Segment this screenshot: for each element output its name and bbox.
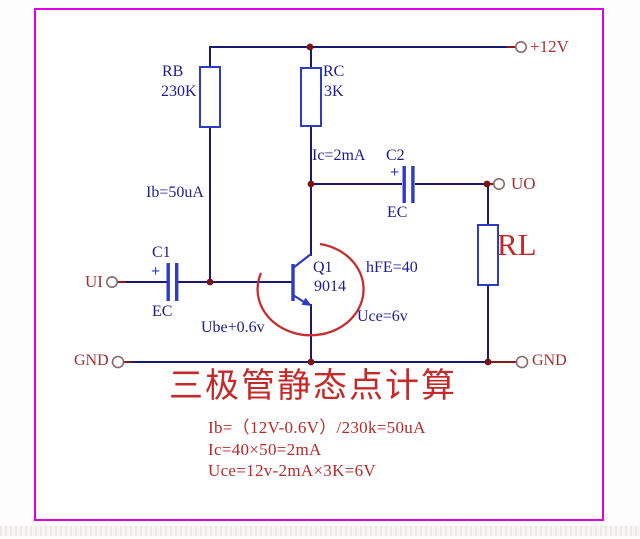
junction-dot — [306, 43, 314, 51]
junction-dot — [483, 180, 491, 188]
resistor-rl — [477, 224, 499, 286]
junction-dot — [307, 180, 315, 188]
gnd-right-terminal-circle — [515, 355, 529, 369]
q1-emitter-arrow — [301, 297, 312, 306]
terminal-circles — [106, 40, 529, 369]
c1-plate-left — [166, 263, 170, 301]
gnd-left-label: GND — [74, 352, 109, 369]
junction-dot — [307, 358, 315, 366]
c1-polarity-plus: + — [151, 263, 161, 280]
rc-value-label: 3K — [324, 83, 344, 100]
diagram-title: 三极管静态点计算 — [169, 368, 457, 405]
ui-terminal-circle — [106, 275, 119, 288]
transistor-q1-symbol — [291, 253, 312, 306]
calc-line-uce: Uce=12v-2mA×3K=6V — [208, 461, 376, 480]
c1-ref-label: C1 — [152, 244, 171, 261]
uo-terminal-label: UO — [511, 174, 536, 193]
resistor-rb — [199, 66, 221, 128]
rb-value-label: 230K — [161, 83, 197, 100]
red-highlight-circle — [256, 242, 365, 337]
ib-annotation: Ib=50uA — [146, 184, 204, 201]
components — [199, 66, 499, 286]
c1-type-label: EC — [152, 303, 173, 320]
wires — [126, 46, 507, 363]
c1-plate-right — [175, 263, 179, 301]
ube-annotation: Ube+0.6v — [201, 319, 265, 336]
rb-ref-label: RB — [162, 63, 184, 80]
ui-terminal-label: UI — [85, 272, 103, 291]
c2-ref-label: C2 — [386, 147, 405, 164]
rc-ref-label: RC — [323, 63, 345, 80]
q1-emitter-lead — [292, 294, 305, 303]
rl-ref-label: RL — [497, 227, 537, 262]
ic-annotation: Ic=2mA — [312, 147, 366, 164]
q1-collector-lead — [292, 253, 312, 269]
q1-part-label: 9014 — [314, 278, 346, 295]
uo-terminal-circle — [492, 178, 505, 191]
bottom-texture-strip — [0, 526, 640, 536]
c2-plate-right — [411, 166, 415, 203]
gnd-right-label: GND — [532, 352, 567, 369]
hfe-annotation: hFE=40 — [366, 259, 418, 276]
c2-plate-left — [402, 166, 406, 203]
uce-annotation: Uce=6v — [357, 308, 408, 325]
q1-ref-label: Q1 — [313, 259, 333, 276]
capacitors — [166, 166, 415, 301]
gnd-left-terminal-circle — [111, 355, 125, 369]
junction-dot — [206, 278, 214, 286]
junction-dots — [206, 43, 492, 366]
calc-line-ib: Ib=（12V-0.6V）/230k=50uA — [208, 418, 426, 437]
resistor-rc — [300, 67, 322, 127]
supply-label: +12V — [530, 37, 569, 56]
junction-dot — [484, 358, 492, 366]
calc-line-ic: Ic=40×50=2mA — [208, 440, 322, 459]
c2-polarity-plus: + — [390, 164, 400, 181]
supply-terminal-circle — [514, 40, 527, 53]
c2-type-label: EC — [387, 204, 408, 221]
